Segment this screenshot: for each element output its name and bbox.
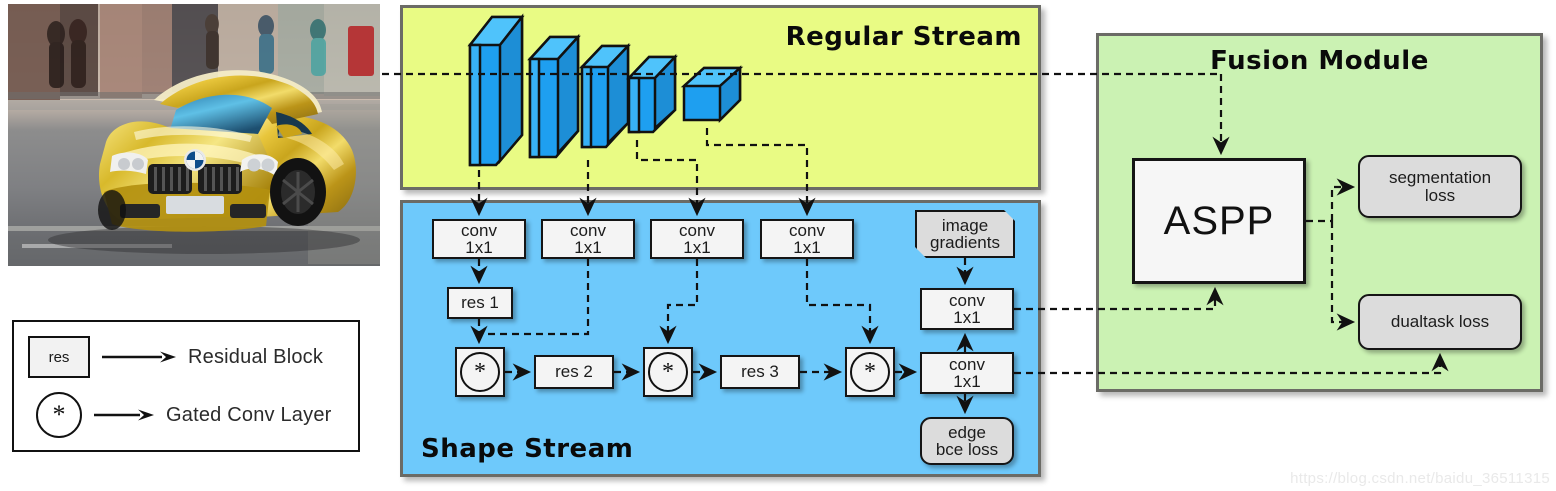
shape-output-conv-upper: conv 1x1 bbox=[920, 288, 1014, 330]
segmentation-loss-node: segmentation loss bbox=[1358, 155, 1522, 218]
edge-bce-loss-node: edge bce loss bbox=[920, 417, 1014, 465]
legend-arrow-1 bbox=[102, 351, 176, 363]
asterisk-icon: * bbox=[662, 359, 674, 385]
regular-stream-title: Regular Stream bbox=[785, 22, 1022, 52]
asterisk-icon: * bbox=[52, 400, 66, 429]
legend-item-gated-conv: * Gated Conv Layer bbox=[28, 392, 332, 438]
asterisk-icon: * bbox=[474, 359, 486, 385]
shape-conv-tap-1: conv 1x1 bbox=[432, 219, 526, 259]
backbone-slab-1 bbox=[466, 11, 526, 171]
backbone-slab-2 bbox=[526, 31, 582, 163]
shape-conv-tap-3: conv 1x1 bbox=[650, 219, 744, 259]
legend-label-gated-conv: Gated Conv Layer bbox=[166, 403, 332, 426]
image-gradients-node: image gradients bbox=[915, 210, 1015, 258]
gated-conv-icon-3: * bbox=[850, 352, 890, 392]
aspp-node: ASPP bbox=[1132, 158, 1306, 284]
backbone-slab-4 bbox=[625, 52, 681, 138]
shape-conv-tap-2: conv 1x1 bbox=[541, 219, 635, 259]
input-photo bbox=[8, 4, 380, 266]
legend-label-residual-block: Residual Block bbox=[188, 345, 324, 368]
backbone-slab-3 bbox=[578, 41, 632, 153]
legend-box: res Residual Block * Gated Conv Layer bbox=[12, 320, 360, 452]
legend-item-residual-block: res Residual Block bbox=[28, 336, 323, 378]
res-block-3: res 3 bbox=[720, 355, 800, 389]
legend-res-chip: res bbox=[28, 336, 90, 378]
shape-stream-title: Shape Stream bbox=[421, 434, 634, 464]
shape-conv-tap-4: conv 1x1 bbox=[760, 219, 854, 259]
gated-conv-icon: * bbox=[36, 392, 82, 438]
gated-conv-layer-3: * bbox=[845, 347, 895, 397]
fusion-module-title: Fusion Module bbox=[1210, 46, 1429, 76]
gated-conv-icon-1: * bbox=[460, 352, 500, 392]
shape-output-conv-lower: conv 1x1 bbox=[920, 352, 1014, 394]
gated-conv-layer-1: * bbox=[455, 347, 505, 397]
res-block-1: res 1 bbox=[447, 287, 513, 319]
backbone-cube-5 bbox=[680, 64, 744, 128]
legend-res-chip-label: res bbox=[48, 348, 70, 366]
dualtask-loss-node: dualtask loss bbox=[1358, 294, 1522, 350]
legend-arrow-2 bbox=[94, 409, 154, 421]
gated-conv-layer-2: * bbox=[643, 347, 693, 397]
gated-conv-icon-2: * bbox=[648, 352, 688, 392]
asterisk-icon: * bbox=[864, 359, 876, 385]
res-block-2: res 2 bbox=[534, 355, 614, 389]
watermark-text: https://blog.csdn.net/baidu_36511315 bbox=[1290, 470, 1550, 487]
